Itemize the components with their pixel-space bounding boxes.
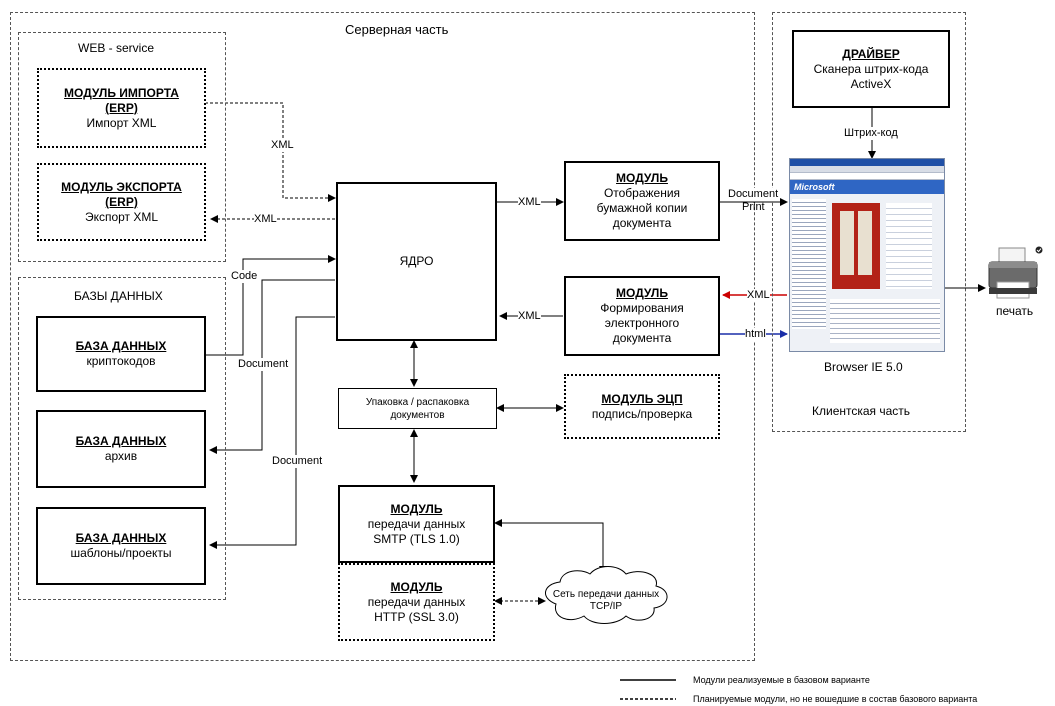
network-cloud: [545, 566, 668, 624]
browser-page-logo: Microsoft: [790, 180, 944, 194]
db-templates-text: шаблоны/проекты: [70, 546, 172, 560]
label-xml-display: XML: [518, 196, 541, 209]
pack-module-line1: Упаковка / распаковка: [365, 396, 470, 408]
browser-address-bar: [790, 173, 944, 180]
network-line1: Сеть передачи данных: [552, 589, 660, 600]
db-templates: БАЗА ДАННЫХ шаблоны/проекты: [36, 507, 206, 585]
form-module: МОДУЛЬ Формирования электронного докумен…: [564, 276, 720, 356]
core-module-text: ЯДРО: [399, 254, 434, 268]
driver-module-line1: Сканера штрих-кода: [813, 61, 929, 76]
smtp-module-line2: SMTP (TLS 1.0): [373, 531, 460, 546]
label-html-blue: html: [745, 328, 766, 341]
wire-smtp-network: [494, 519, 607, 574]
client-region-title: Клиентская часть: [812, 404, 911, 418]
smtp-module-title: МОДУЛЬ: [390, 501, 443, 516]
label-code: Code: [231, 270, 258, 283]
http-module-line2: HTTP (SSL 3.0): [374, 609, 459, 624]
http-module: МОДУЛЬ передачи данных HTTP (SSL 3.0): [338, 563, 495, 641]
driver-module-line2: ActiveX: [850, 76, 892, 91]
label-print: Print: [742, 201, 765, 213]
http-module-title: МОДУЛЬ: [390, 579, 443, 594]
label-document-1: Document: [238, 358, 289, 371]
label-xml-form: XML: [518, 310, 541, 323]
label-xml-export: XML: [254, 213, 277, 226]
wire-core-templates: [209, 316, 335, 549]
browser-titlebar: [790, 159, 944, 166]
driver-module: ДРАЙВЕР Сканера штрих-кода ActiveX: [792, 30, 950, 108]
browser-page-banner: [832, 203, 880, 289]
label-xml-import: XML: [271, 139, 294, 152]
db-crypto: БАЗА ДАННЫХ криптокодов: [36, 316, 206, 392]
server-region-title: Серверная часть: [345, 22, 449, 37]
export-module: МОДУЛЬ ЭКСПОРТА (ERP) Экспорт XML: [37, 163, 206, 241]
display-module-title: МОДУЛЬ: [616, 171, 668, 185]
form-module-line3: документа: [612, 331, 672, 345]
display-module-line2: бумажной копии: [596, 201, 688, 215]
eds-module-title: МОДУЛЬ ЭЦП: [601, 391, 683, 406]
eds-module-text: подпись/проверка: [591, 406, 693, 421]
browser-window: Microsoft: [789, 158, 945, 352]
printer-icon: [988, 246, 1043, 299]
web-service-region: [18, 32, 226, 262]
core-module: ЯДРО: [336, 182, 497, 341]
db-templates-title: БАЗА ДАННЫХ: [75, 531, 167, 545]
label-barcode: Штрих-код: [844, 127, 898, 140]
browser-page-text: [830, 299, 940, 343]
db-archive: БАЗА ДАННЫХ архив: [36, 410, 206, 488]
db-archive-text: архив: [104, 449, 138, 463]
label-document-2: Document: [272, 455, 323, 468]
eds-module: МОДУЛЬ ЭЦП подпись/проверка: [564, 374, 720, 439]
db-archive-title: БАЗА ДАННЫХ: [75, 434, 167, 448]
legend-solid-text: Модули реализуемые в базовом варианте: [693, 675, 870, 685]
browser-page-column: [886, 203, 932, 289]
network-label: Сеть передачи данных TCP/IP: [548, 589, 664, 613]
form-module-line2: электронного: [604, 316, 680, 330]
printer-label: печать: [996, 304, 1034, 318]
web-service-title: WEB - service: [78, 41, 155, 55]
http-module-line1: передачи данных: [367, 594, 466, 609]
databases-title: БАЗЫ ДАННЫХ: [74, 289, 163, 303]
import-module: МОДУЛЬ ИМПОРТА (ERP) Импорт XML: [37, 68, 206, 148]
export-module-subtitle: (ERP): [105, 194, 138, 209]
pack-module: Упаковка / распаковка документов: [338, 388, 497, 429]
label-xml-red: XML: [747, 289, 770, 302]
import-module-text: Импорт XML: [86, 115, 157, 130]
import-module-subtitle: (ERP): [105, 100, 138, 115]
form-module-line1: Формирования: [600, 301, 684, 315]
display-module-line3: документа: [612, 216, 672, 230]
databases-region: [18, 277, 226, 600]
display-module-line1: Отображения: [603, 186, 681, 200]
network-line2: TCP/IP: [589, 601, 623, 612]
export-module-title: МОДУЛЬ ЭКСПОРТА: [61, 179, 182, 194]
client-region: [772, 12, 966, 432]
db-crypto-title: БАЗА ДАННЫХ: [75, 339, 167, 353]
display-module: МОДУЛЬ Отображения бумажной копии докуме…: [564, 161, 720, 241]
browser-toolbar: [790, 166, 944, 173]
browser-page-sidebar: [792, 199, 826, 329]
driver-module-title: ДРАЙВЕР: [842, 46, 900, 61]
smtp-module: МОДУЛЬ передачи данных SMTP (TLS 1.0): [338, 485, 495, 563]
db-crypto-text: криптокодов: [86, 354, 156, 368]
browser-label: Browser IE 5.0: [824, 360, 903, 374]
import-module-title: МОДУЛЬ ИМПОРТА: [64, 85, 179, 100]
label-document-print: Document: [728, 188, 779, 201]
legend-dotted-text: Планируемые модули, но не вошедшие в сос…: [693, 694, 978, 704]
wire-crypto-core: [205, 255, 336, 356]
smtp-module-line1: передачи данных: [367, 516, 466, 531]
pack-module-line2: документов: [390, 409, 445, 421]
form-module-title: МОДУЛЬ: [616, 286, 668, 300]
export-module-text: Экспорт XML: [84, 209, 159, 224]
